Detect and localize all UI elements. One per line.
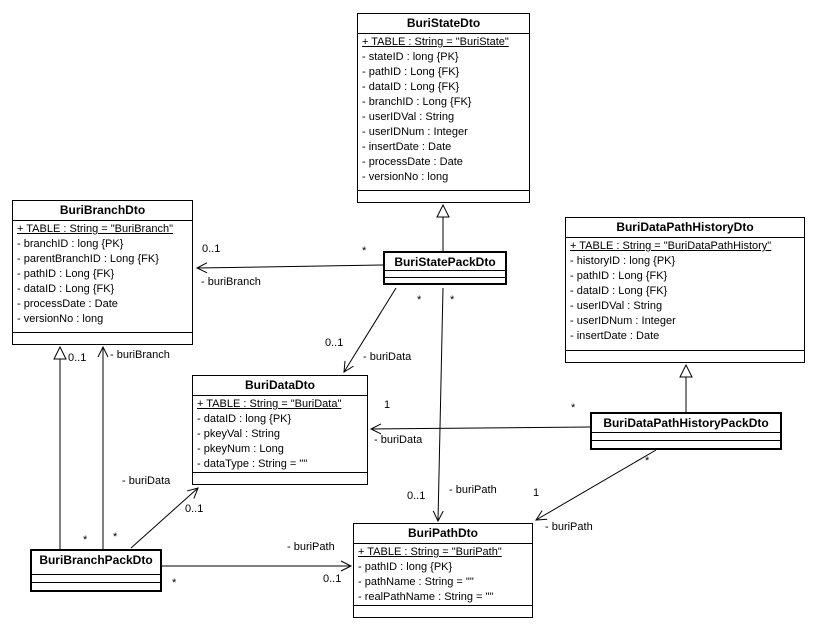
class-methods-empty [385, 276, 505, 284]
class-buri-branch-dto[interactable]: BuriBranchDto + TABLE : String = "BuriBr… [12, 200, 193, 345]
multiplicity-label: * [571, 402, 576, 414]
multiplicity-label: 0..1 [323, 573, 342, 585]
role-label: - buriBranch [201, 276, 261, 288]
class-title: BuriStatePackDto [394, 255, 496, 269]
class-attribute-static: + TABLE : String = "BuriData" [197, 398, 342, 410]
class-buri-branch-pack-dto[interactable]: BuriBranchPackDto [30, 549, 162, 592]
class-attributes: + TABLE : String = "BuriPath" - pathID :… [354, 544, 532, 605]
class-attribute: - pathName : String = "" [358, 576, 474, 588]
class-attributes-empty [592, 432, 780, 440]
class-attribute: - versionNo : long [17, 313, 104, 325]
association-historypack-buripath[interactable] [535, 449, 657, 521]
class-attributes-empty [32, 574, 160, 582]
role-label: - buriData [374, 434, 423, 446]
class-attribute: - versionNo : long [362, 171, 449, 183]
class-methods-empty [193, 472, 367, 484]
class-title: BuriBranchDto [13, 201, 192, 221]
class-buri-data-path-history-dto[interactable]: BuriDataPathHistoryDto + TABLE : String … [565, 217, 805, 363]
class-attribute-static: + TABLE : String = "BuriState" [362, 36, 509, 48]
class-attribute: - processDate : Date [362, 156, 463, 168]
class-buri-state-dto[interactable]: BuriStateDto + TABLE : String = "BuriSta… [357, 13, 530, 203]
class-attribute: - processDate : Date [17, 298, 118, 310]
class-attribute-static: + TABLE : String = "BuriBranch" [17, 223, 173, 235]
class-attribute-static: + TABLE : String = "BuriPath" [358, 546, 502, 558]
association-historypack-buridata[interactable] [369, 423, 591, 435]
multiplicity-label: * [645, 455, 650, 467]
class-attribute: - userIDVal : String [362, 111, 455, 123]
role-label: - buriPath [545, 521, 593, 533]
role-label: - buriData [363, 351, 412, 363]
class-attribute: - branchID : Long {FK} [362, 96, 472, 108]
multiplicity-label: 0..1 [325, 337, 344, 349]
multiplicity-label: * [417, 294, 422, 306]
class-attribute: - dataType : String = "" [197, 458, 308, 470]
class-attributes: + TABLE : String = "BuriState" - stateID… [358, 34, 529, 190]
role-label: - buriPath [449, 484, 497, 496]
multiplicity-label: * [113, 531, 118, 543]
role-label: - buriData [122, 475, 171, 487]
class-attribute: - dataID : long {PK} [197, 413, 292, 425]
class-methods-empty [592, 440, 780, 448]
class-attribute: - userIDNum : Integer [362, 126, 468, 138]
class-attribute: - historyID : long {PK} [570, 255, 676, 267]
class-title: BuriDataPathHistoryPackDto [603, 416, 769, 430]
class-attribute: - parentBranchID : Long {FK} [17, 253, 159, 265]
multiplicity-label: * [172, 577, 177, 589]
class-methods-empty [354, 605, 532, 617]
class-title: BuriStateDto [358, 14, 529, 34]
multiplicity-label: 0..1 [185, 503, 204, 515]
class-attributes: + TABLE : String = "BuriDataPathHistory"… [566, 238, 804, 350]
class-buri-data-path-history-pack-dto[interactable]: BuriDataPathHistoryPackDto [590, 412, 782, 450]
class-attribute: - pathID : long {PK} [358, 561, 453, 573]
multiplicity-label: 0..1 [68, 352, 87, 364]
multiplicity-label: * [362, 245, 367, 257]
class-attribute: - dataID : Long {FK} [17, 283, 115, 295]
class-buri-data-dto[interactable]: BuriDataDto + TABLE : String = "BuriData… [192, 375, 368, 485]
class-methods-empty [566, 350, 804, 362]
class-attribute: - pathID : Long {FK} [362, 66, 460, 78]
class-attributes: + TABLE : String = "BuriBranch" - branch… [13, 221, 192, 332]
class-attribute: - realPathName : String = "" [358, 591, 494, 603]
class-attribute: - pathID : Long {FK} [570, 270, 668, 282]
multiplicity-label: * [83, 534, 88, 546]
class-buri-path-dto[interactable]: BuriPathDto + TABLE : String = "BuriPath… [353, 523, 533, 618]
class-methods-empty [13, 332, 192, 344]
class-attribute: - userIDVal : String [570, 300, 663, 312]
class-attribute: - branchID : long {PK} [17, 238, 124, 250]
class-attribute: - insertDate : Date [362, 141, 452, 153]
class-title: BuriDataDto [193, 376, 367, 396]
association-statepack-buribranch[interactable] [195, 262, 384, 274]
class-attributes: + TABLE : String = "BuriData" - dataID :… [193, 396, 367, 472]
class-title: BuriBranchPackDto [39, 553, 153, 567]
class-attribute: - pathID : Long {FK} [17, 268, 115, 280]
association-branchpack-buridata[interactable] [130, 487, 199, 549]
class-attribute-static: + TABLE : String = "BuriDataPathHistory" [570, 240, 772, 252]
association-statepack-buripath[interactable] [432, 287, 444, 523]
class-attributes-empty [385, 270, 505, 277]
class-title: BuriPathDto [354, 524, 532, 544]
class-attribute: - dataID : Long {FK} [570, 285, 668, 297]
class-methods-empty [358, 190, 529, 202]
class-attribute: - dataID : Long {FK} [362, 81, 460, 93]
class-methods-empty [32, 582, 160, 590]
multiplicity-label: * [450, 294, 455, 306]
class-attribute: - pkeyNum : Long [197, 443, 284, 455]
class-attribute: - userIDNum : Integer [570, 315, 676, 327]
class-attribute: - pkeyVal : String [197, 428, 280, 440]
class-attribute: - insertDate : Date [570, 330, 660, 342]
class-attribute: - stateID : long {PK} [362, 51, 459, 63]
class-title: BuriDataPathHistoryDto [566, 218, 804, 238]
role-label: - buriBranch [110, 349, 170, 361]
class-buri-state-pack-dto[interactable]: BuriStatePackDto [383, 251, 507, 285]
role-label: - buriPath [287, 541, 335, 553]
multiplicity-label: 1 [533, 487, 540, 499]
multiplicity-label: 0..1 [202, 243, 221, 255]
multiplicity-label: 0..1 [407, 490, 426, 502]
multiplicity-label: 1 [384, 399, 391, 411]
